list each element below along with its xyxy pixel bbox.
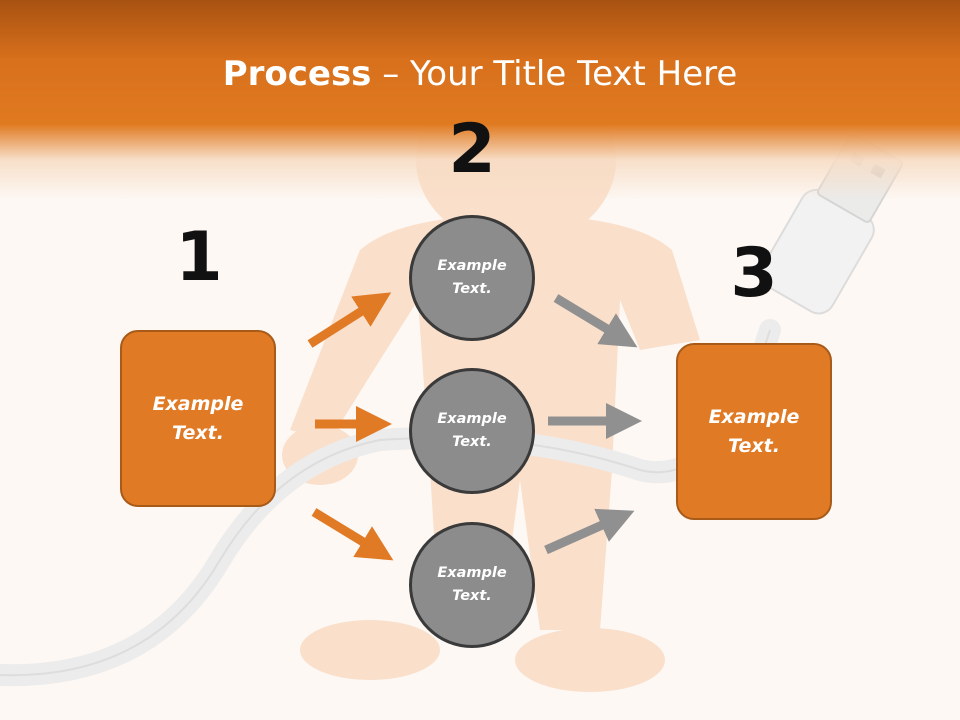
circle-1: Example Text. [409, 215, 535, 341]
right-box-text: Example Text. [708, 405, 800, 457]
figure-right-foot [515, 628, 665, 692]
step-number-2: 2 [448, 110, 496, 189]
title-rest: – Your Title Text Here [371, 54, 738, 94]
left-box-text: Example Text. [152, 392, 244, 444]
arrow-from-circle-3 [544, 508, 635, 555]
slide-title: Process – Your Title Text Here [0, 52, 960, 96]
figure-left-foot [300, 620, 440, 680]
circle-2: Example Text. [409, 368, 535, 494]
title-bold: Process [222, 54, 372, 94]
arrow-to-circle-1 [307, 292, 392, 348]
arrow-from-circle-1 [553, 294, 638, 348]
arrow-to-circle-3 [311, 508, 394, 561]
step-number-1: 1 [175, 218, 223, 297]
left-box: Example Text. [120, 330, 276, 507]
header-band [0, 0, 960, 200]
step-number-3: 3 [730, 234, 778, 313]
circle-1-text: Example Text. [437, 258, 507, 297]
circle-2-text: Example Text. [437, 411, 507, 450]
circle-3: Example Text. [409, 522, 535, 648]
circle-3-text: Example Text. [437, 565, 507, 604]
right-box: Example Text. [676, 343, 832, 520]
